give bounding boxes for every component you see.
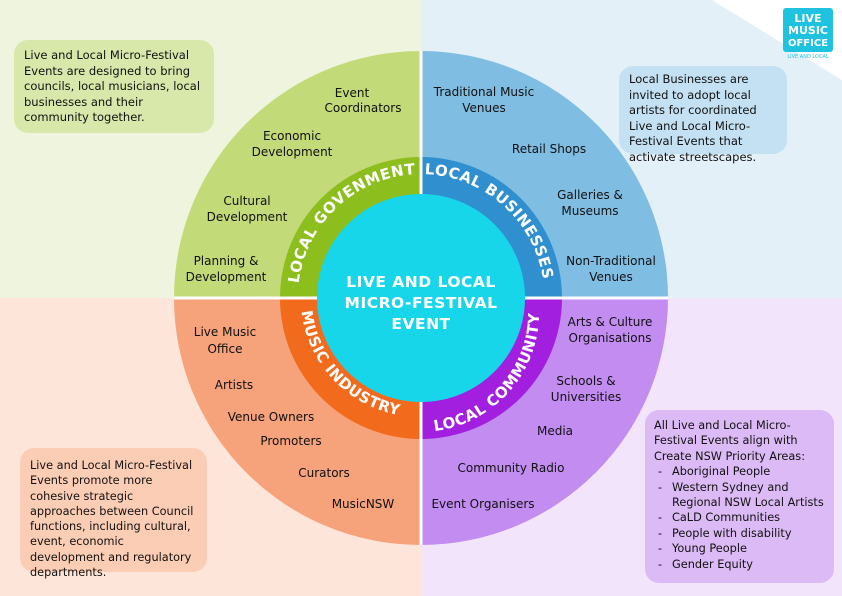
note-top-right-text: Local Businesses are invited to adopt lo… [629,72,757,164]
logo-box [783,8,833,52]
ind-item-4: Promoters [260,434,321,448]
ind-item-5: Curators [298,466,350,480]
com-item-4: Community Radio [458,461,565,475]
note-bottom-right: All Live and Local Micro-Festival Events… [645,410,834,583]
bus-item-3-line-2: Museums [561,204,618,218]
gov-item-1-line-1: Event [335,86,370,100]
priority-item: People with disability [654,526,825,542]
priority-item: Gender Equity [654,557,825,573]
com-item-1-line-2: Organisations [569,331,652,345]
note-bottom-right-intro: All Live and Local Micro-Festival Events… [654,419,805,463]
bus-item-4-line-2: Venues [589,270,633,284]
bus-item-1-line-1: Traditional Music [433,85,534,99]
com-item-2-line-2: Universities [551,390,621,404]
bus-item-4-line-1: Non-Traditional [566,254,656,268]
note-bottom-left: Live and Local Micro-Festival Events pro… [20,448,207,579]
logo-line-3: OFFICE [788,38,828,49]
gov-item-3-line-1: Cultural [223,194,270,208]
live-music-office-logo: LIVE MUSIC OFFICE LIVE AND LOCAL [783,8,833,60]
logo-tagline: LIVE AND LOCAL [787,54,828,60]
priority-areas-list: Aboriginal People Western Sydney and Reg… [654,464,825,572]
com-item-1-line-1: Arts & Culture [568,315,653,329]
ind-item-6: MusicNSW [332,497,395,511]
logo-line-1: LIVE [794,12,821,25]
note-bottom-left-text: Live and Local Micro-Festival Events pro… [30,459,194,580]
note-top-left: Live and Local Micro-Festival Events are… [14,40,214,133]
priority-item: Young People [654,541,825,557]
ind-item-1-line-2: Office [207,342,242,356]
com-item-2-line-1: Schools & [556,374,615,388]
note-top-left-text: Live and Local Micro-Festival Events are… [24,48,201,124]
com-item-5: Event Organisers [431,497,534,511]
centre-line-3: EVENT [391,315,450,333]
bus-item-3-line-1: Galleries & [557,188,623,202]
ind-item-1-line-1: Live Music [194,325,256,339]
centre-line-2: MICRO-FESTIVAL [345,294,498,312]
bus-item-1-line-2: Venues [462,101,506,115]
gov-item-4-line-2: Development [186,270,267,284]
note-top-right: Local Businesses are invited to adopt lo… [619,66,787,164]
com-item-3: Media [537,424,573,438]
logo-line-2: MUSIC [788,24,828,37]
priority-item: CaLD Communities [654,510,825,526]
gov-item-3-line-2: Development [207,210,288,224]
gov-item-2-line-2: Development [252,145,333,159]
ind-item-2: Artists [215,378,253,392]
centre-line-1: LIVE AND LOCAL [346,273,496,291]
priority-item: Aboriginal People [654,464,825,480]
bus-item-2-line-1: Retail Shops [512,142,586,156]
priority-item: Western Sydney and Regional NSW Local Ar… [654,480,825,511]
gov-item-2-line-1: Economic [263,129,321,143]
gov-item-1-line-2: Coordinators [325,101,402,115]
gov-item-4-line-1: Planning & [194,254,259,268]
centre-circle [317,194,525,402]
ind-item-3: Venue Owners [228,410,315,424]
